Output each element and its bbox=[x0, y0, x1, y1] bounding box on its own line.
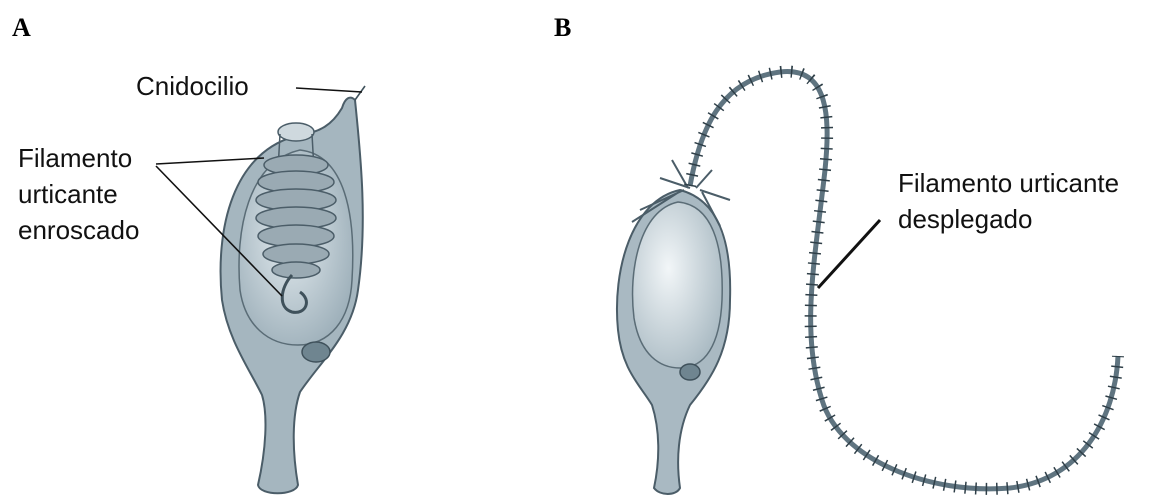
panel-letter-b: B bbox=[554, 13, 571, 42]
cnidocil-a bbox=[355, 86, 365, 100]
leader-coiled-1 bbox=[156, 158, 264, 164]
label-deployed-line2: desplegado bbox=[898, 204, 1032, 234]
leader-deployed bbox=[818, 220, 880, 288]
label-coiled-line3: enroscado bbox=[18, 215, 139, 245]
panel-letter-a: A bbox=[12, 13, 31, 42]
nucleus-b bbox=[680, 364, 700, 380]
label-coiled-line2: urticante bbox=[18, 179, 118, 209]
label-coiled-line1: Filamento bbox=[18, 143, 132, 173]
nematocyst-discharged bbox=[617, 72, 1118, 494]
nucleus-a bbox=[302, 342, 330, 362]
nematocyst-undischarged bbox=[221, 86, 365, 493]
label-deployed-line1: Filamento urticante bbox=[898, 168, 1119, 198]
leader-cnidocil bbox=[296, 88, 362, 92]
deployed-filament bbox=[690, 72, 1118, 489]
deployed-filament-barbs bbox=[690, 72, 1118, 489]
label-cnidocil: Cnidocilio bbox=[136, 71, 249, 101]
